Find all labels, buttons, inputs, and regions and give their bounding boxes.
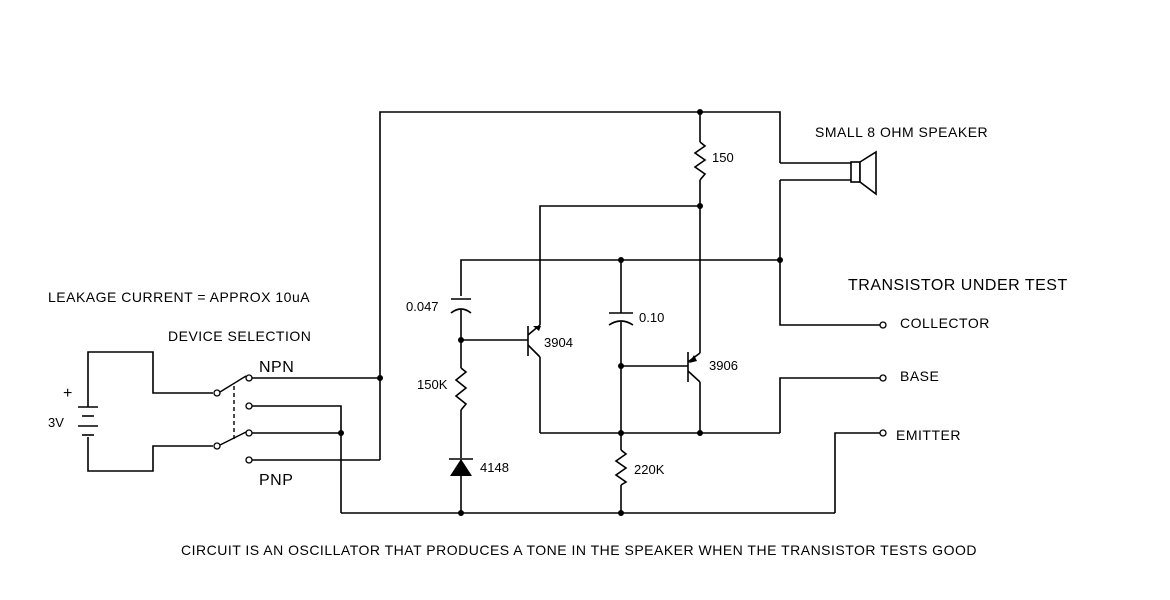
transistor-3904	[527, 324, 541, 358]
resistor-220k-label: 220K	[634, 462, 665, 477]
collector-label: COLLECTOR	[900, 315, 990, 331]
diode-4148	[449, 458, 473, 476]
battery-symbol	[78, 406, 98, 436]
emitter-terminal	[879, 429, 887, 437]
resistor-150k-label: 150K	[417, 377, 448, 392]
resistor-150-label: 150	[712, 150, 734, 165]
capacitor-010	[608, 312, 634, 326]
device-selection-switch	[213, 374, 253, 464]
base-label: BASE	[900, 368, 939, 384]
transistor-3904-label: 3904	[544, 335, 573, 350]
speaker-symbol	[850, 150, 877, 196]
base-terminal	[879, 374, 887, 382]
transistor-under-test-label: TRANSISTOR UNDER TEST	[848, 277, 1068, 294]
circuit-caption: CIRCUIT IS AN OSCILLATOR THAT PRODUCES A…	[181, 542, 977, 558]
transistor-3906-label: 3906	[709, 358, 738, 373]
test-terminals	[879, 321, 887, 437]
resistor-220k	[614, 449, 628, 486]
capacitor-010-label: 0.10	[639, 310, 664, 325]
pnp-label: PNP	[259, 472, 293, 489]
capacitor-0047-label: 0.047	[406, 299, 439, 314]
wires	[87, 111, 880, 514]
resistor-150	[693, 141, 707, 181]
junction-dots	[338, 109, 783, 516]
speaker-label: SMALL 8 OHM SPEAKER	[815, 124, 988, 140]
leakage-current-label: LEAKAGE CURRENT = APPROX 10uA	[48, 289, 310, 305]
diode-4148-label: 4148	[480, 460, 509, 475]
battery-plus-label: +	[63, 385, 73, 402]
capacitor-0047	[450, 298, 472, 314]
npn-label: NPN	[259, 359, 294, 376]
battery-voltage-label: 3V	[48, 415, 64, 430]
transistor-3906	[687, 352, 701, 383]
resistor-150k	[454, 367, 468, 411]
device-selection-label: DEVICE SELECTION	[168, 328, 311, 344]
collector-terminal	[879, 321, 887, 329]
emitter-label: EMITTER	[896, 427, 961, 443]
